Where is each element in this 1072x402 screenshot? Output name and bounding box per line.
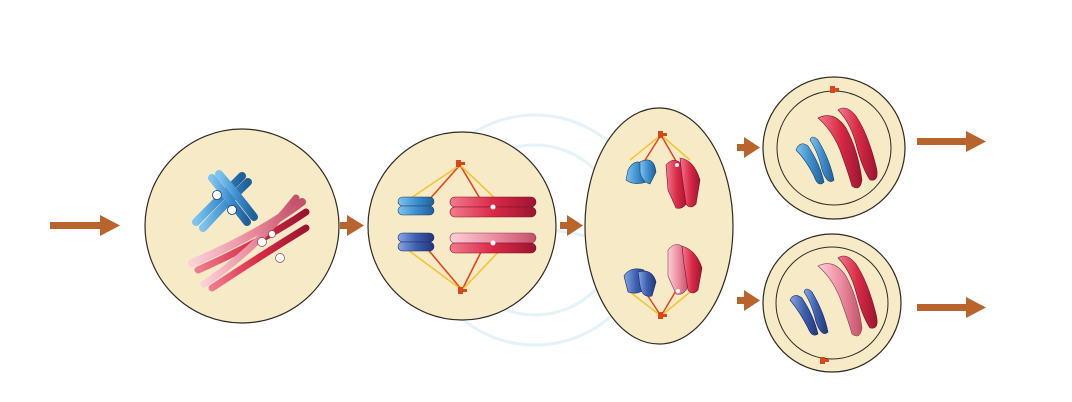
cell-daughter-top: [762, 76, 906, 220]
centrosome-anaphase-top: [658, 131, 667, 138]
centrosome-anaphase-bottom: [658, 312, 667, 319]
cell-daughter-bottom: [762, 233, 902, 373]
chromosome-pink-daughter-bottom: [817, 255, 878, 337]
centrosome-daughter-top: [830, 86, 839, 93]
arrow-input: [50, 215, 120, 236]
centrosome-top: [456, 160, 465, 167]
chromosome-blue-moving-up: [625, 159, 657, 185]
chromosome-red-daughter-top: [817, 107, 878, 189]
chromosome-dark-blue-daughter-bottom: [789, 288, 829, 336]
homolog-blue-tetrad: [192, 170, 258, 232]
homolog-pink-tetrad: [188, 194, 310, 292]
chromosome-pink-moving-down: [667, 244, 703, 295]
cell-metaphase-i: [367, 131, 557, 321]
centrosome-bottom: [458, 287, 467, 294]
arrow-to-daughter-top: [737, 137, 760, 158]
chromosome-dark-blue: [397, 232, 435, 252]
arrow-to-metaphase: [340, 215, 364, 236]
chromosome-red: [449, 196, 537, 218]
chromosome-red-moving-up: [665, 157, 701, 209]
chromosome-blue-daughter-top: [795, 136, 835, 185]
cell-prophase-i: [144, 128, 340, 324]
arrow-to-anaphase: [560, 215, 583, 236]
centrosome-daughter-bottom: [820, 357, 829, 364]
cell-anaphase-i: [584, 107, 734, 345]
arrow-to-daughter-bottom: [737, 290, 760, 311]
arrow-output-top: [917, 131, 986, 152]
arrows: [50, 131, 986, 318]
arrow-output-bottom: [917, 297, 986, 318]
chromosome-dark-blue-moving-down: [623, 268, 657, 297]
chromosome-blue: [397, 196, 435, 216]
chromosome-pink: [449, 232, 537, 254]
